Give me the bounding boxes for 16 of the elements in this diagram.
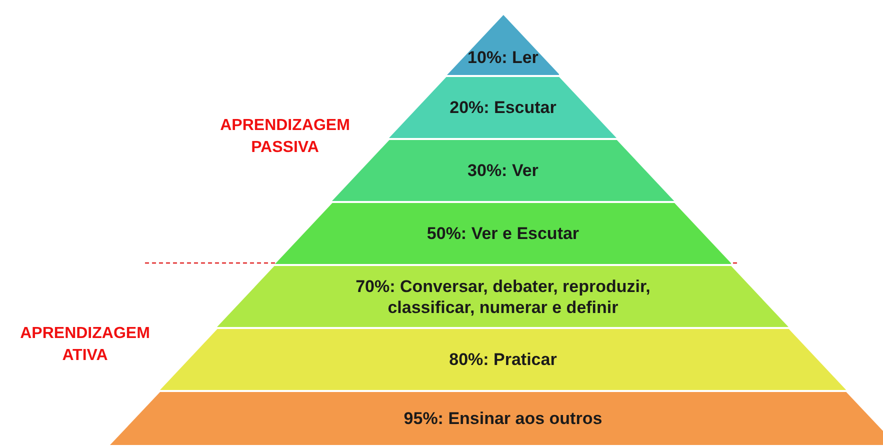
level-label: 95%: Ensinar aos outros	[402, 408, 604, 429]
section-label: APRENDIZAGEM PASSIVA	[219, 116, 351, 158]
level-label: 70%: Conversar, debater, reproduzir, classificar, numerar e definir	[354, 276, 652, 318]
pyramid-level	[332, 140, 674, 201]
pyramid-level	[274, 203, 732, 264]
pyramid-level	[110, 392, 883, 445]
pyramid-level	[217, 266, 789, 327]
level-label: 80%: Praticar	[448, 349, 558, 370]
level-label: 10%: Ler	[466, 46, 540, 68]
pyramid-level	[389, 77, 617, 138]
level-label: 20%: Escutar	[448, 97, 558, 118]
section-label: APRENDIZAGEM ATIVA	[19, 324, 151, 366]
level-label: 50%: Ver e Escutar	[426, 223, 580, 244]
pyramid-level	[160, 329, 846, 390]
level-label: 30%: Ver	[466, 160, 540, 181]
pyramid-level	[446, 15, 560, 75]
